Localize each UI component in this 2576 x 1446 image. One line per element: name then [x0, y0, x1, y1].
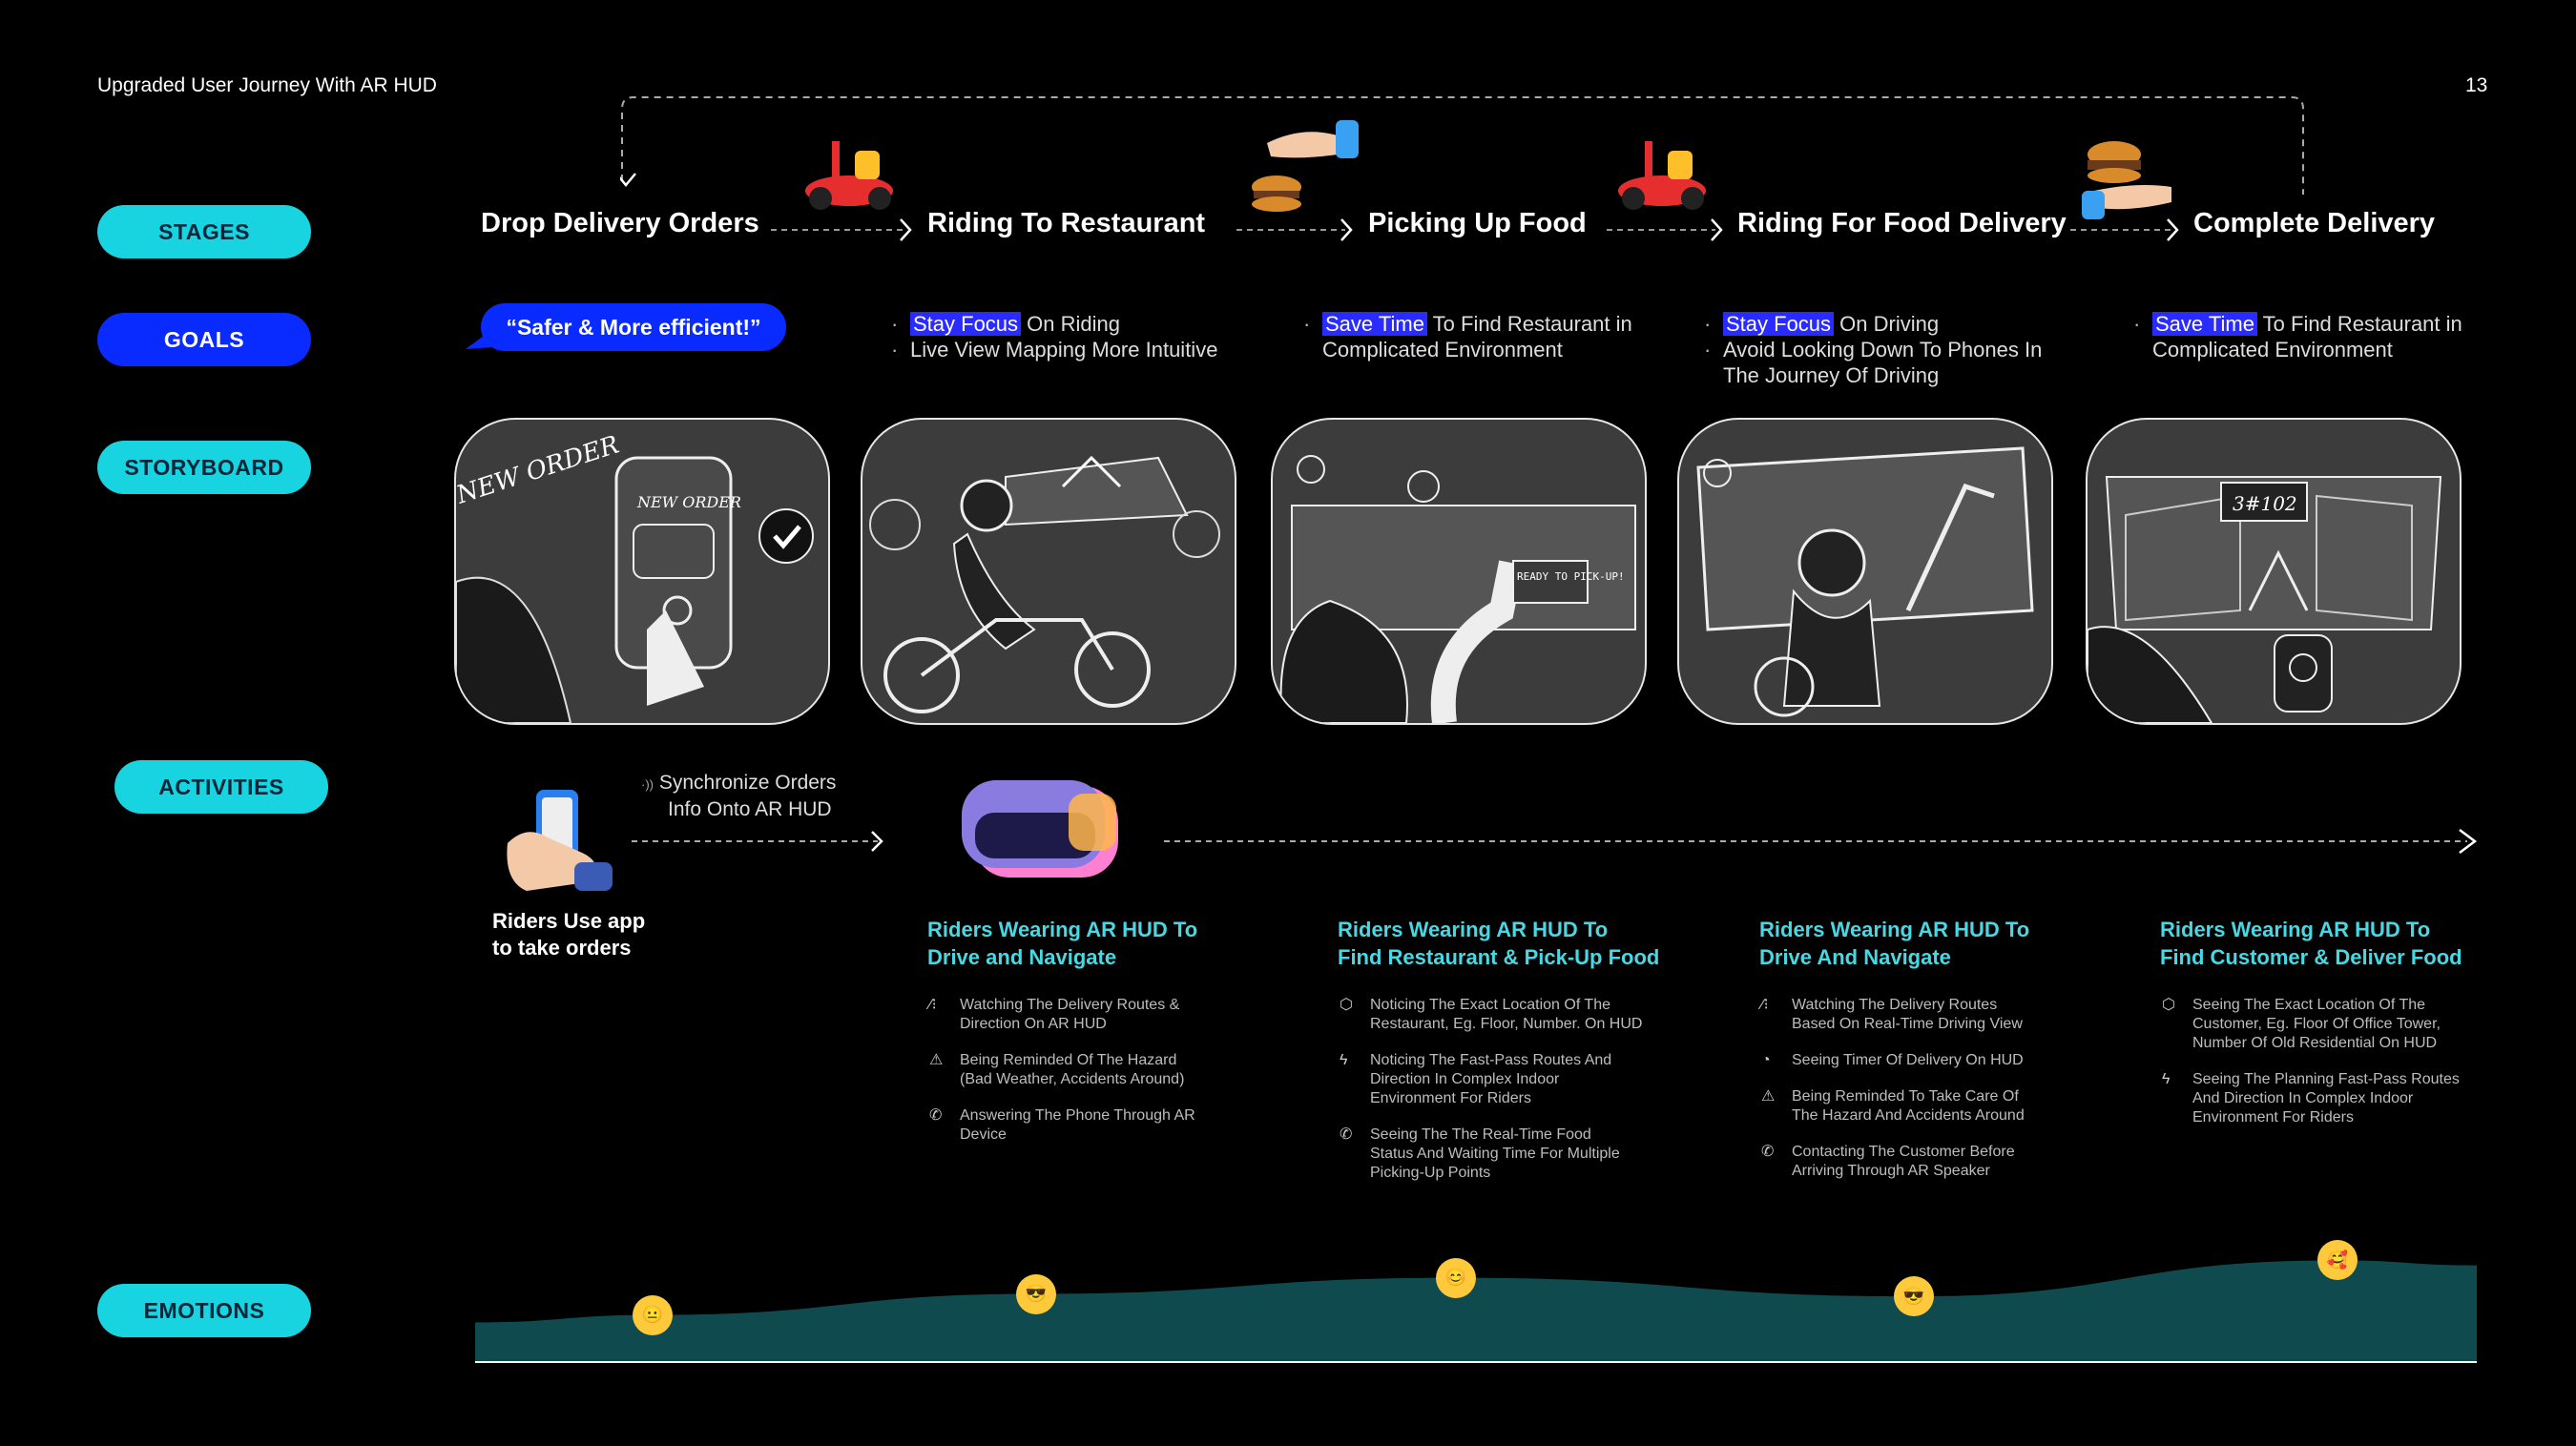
- warning-icon: ⚠: [929, 1052, 944, 1068]
- storyboard-panel-new-order: NEW ORDER NEW ORDER: [454, 418, 830, 725]
- cube-icon: ⬡: [1340, 997, 1353, 1013]
- stage-riding-for-food-delivery: Riding For Food Delivery: [1737, 208, 2067, 238]
- activity-col1-list: ⁄⁝Watching The Delivery Routes &Directio…: [929, 996, 1195, 1162]
- storyboard-panel-riding: [861, 418, 1236, 725]
- bubble-tail: [466, 328, 494, 349]
- phone-icon: ✆: [1761, 1144, 1775, 1160]
- timer-icon: ◔: [1761, 1052, 1771, 1068]
- phone-icon: ✆: [1340, 1126, 1353, 1143]
- emotion-face-icon: 🥰: [2317, 1240, 2358, 1281]
- stage-picking-up-food: Picking Up Food: [1368, 208, 1587, 238]
- activity-col2-heading: Riders Wearing AR HUD To Find Restaurant…: [1338, 918, 1660, 969]
- goal-riding-for-delivery: ·Stay Focus On Driving ·Avoid Looking Do…: [1704, 312, 2043, 387]
- route-icon: ⁄⁝: [1761, 997, 1769, 1013]
- stage-connectors: [771, 218, 2179, 241]
- new-order-scribble: NEW ORDER: [456, 430, 623, 510]
- phone-hand-icon: [507, 790, 613, 891]
- ready-to-pickup-sign: READY TO PICK-UP!: [1517, 570, 1625, 583]
- emotion-curve: [475, 1260, 2477, 1363]
- storyboard-panel-pickup: READY TO PICK-UP!: [1271, 418, 1647, 725]
- activity-col3-heading: Riders Wearing AR HUD To Drive And Navig…: [1759, 918, 2030, 969]
- activity-col1-heading: Riders Wearing AR HUD To Drive and Navig…: [927, 918, 1198, 969]
- emotions-label: EMOTIONS: [97, 1284, 311, 1337]
- apartment-number-label: 3#102: [2233, 492, 2297, 515]
- riders-use-app-label: Riders Use app to take orders: [492, 909, 646, 960]
- activities-timeline-arrow: [632, 829, 2478, 854]
- phone-screen-text: NEW ORDER: [636, 493, 741, 511]
- warning-icon: ⚠: [1761, 1088, 1776, 1105]
- burger-hand-icon: [2082, 141, 2171, 219]
- goal-highlight: Stay Focus: [910, 312, 1022, 336]
- page-title: Upgraded User Journey With AR HUD: [97, 74, 437, 96]
- cube-icon: ⬡: [2162, 997, 2175, 1013]
- phone-icon: ✆: [929, 1107, 943, 1124]
- goal-riding-to-restaurant: ·Stay Focus On Riding ·Live View Mapping…: [891, 312, 1218, 362]
- activity-col4-heading: Riders Wearing AR HUD To Find Customer &…: [2160, 918, 2462, 969]
- goals-label: GOALS: [97, 313, 311, 366]
- ar-headset-icon: [962, 780, 1118, 878]
- emotion-face-icon: 😎: [1894, 1276, 1934, 1317]
- lightning-icon: ϟ: [2162, 1071, 2171, 1087]
- storyboard-label: STORYBOARD: [97, 441, 311, 494]
- list-item: ⚠Being Reminded Of The Hazard(Bad Weathe…: [929, 1052, 1185, 1087]
- hand-burger-icon: [1252, 120, 1359, 212]
- goal-complete-delivery: ·Save Time To Find Restaurant in Complic…: [2133, 312, 2462, 362]
- storyboard-panel-riding-delivery: [1677, 418, 2053, 725]
- route-icon: ⁄⁝: [929, 997, 937, 1013]
- stage-riding-to-restaurant: Riding To Restaurant: [927, 208, 1206, 238]
- stage-complete-delivery: Complete Delivery: [2193, 208, 2436, 238]
- scooter-icon: [805, 141, 893, 210]
- loop-back-arrow: [620, 96, 2304, 195]
- emotion-face-icon: 😊: [1436, 1257, 1476, 1298]
- list-item: ◔Seeing Timer Of Delivery On HUD: [1761, 1052, 2024, 1068]
- goal-picking-up-food: ·Save Time To Find Restaurant in Complic…: [1303, 312, 1632, 362]
- goal-highlight: Stay Focus: [1723, 312, 1835, 336]
- emotion-face-icon: 😐: [633, 1294, 673, 1335]
- stage-drop-delivery-orders: Drop Delivery Orders: [481, 208, 759, 238]
- signal-icon: ·)): [641, 777, 654, 792]
- emotion-face-icon: 😎: [1016, 1273, 1056, 1314]
- stages-label: STAGES: [97, 205, 311, 258]
- sync-orders-label: ·)) Synchronize Orders Info Onto AR HUD: [641, 772, 837, 820]
- scooter-icon: [1618, 141, 1706, 210]
- page-number: 13: [2465, 74, 2488, 96]
- goal-highlight: Save Time: [1322, 312, 1427, 336]
- lightning-icon: ϟ: [1340, 1052, 1348, 1068]
- storyboard-panel-complete: 3#102: [2086, 418, 2462, 725]
- goal-highlight: Save Time: [2152, 312, 2257, 336]
- activities-label: ACTIVITIES: [114, 760, 328, 814]
- list-item: ⁄⁝Watching The Delivery Routes &Directio…: [929, 997, 1180, 1032]
- goal-speech-bubble: “Safer & More efficient!”: [481, 303, 786, 351]
